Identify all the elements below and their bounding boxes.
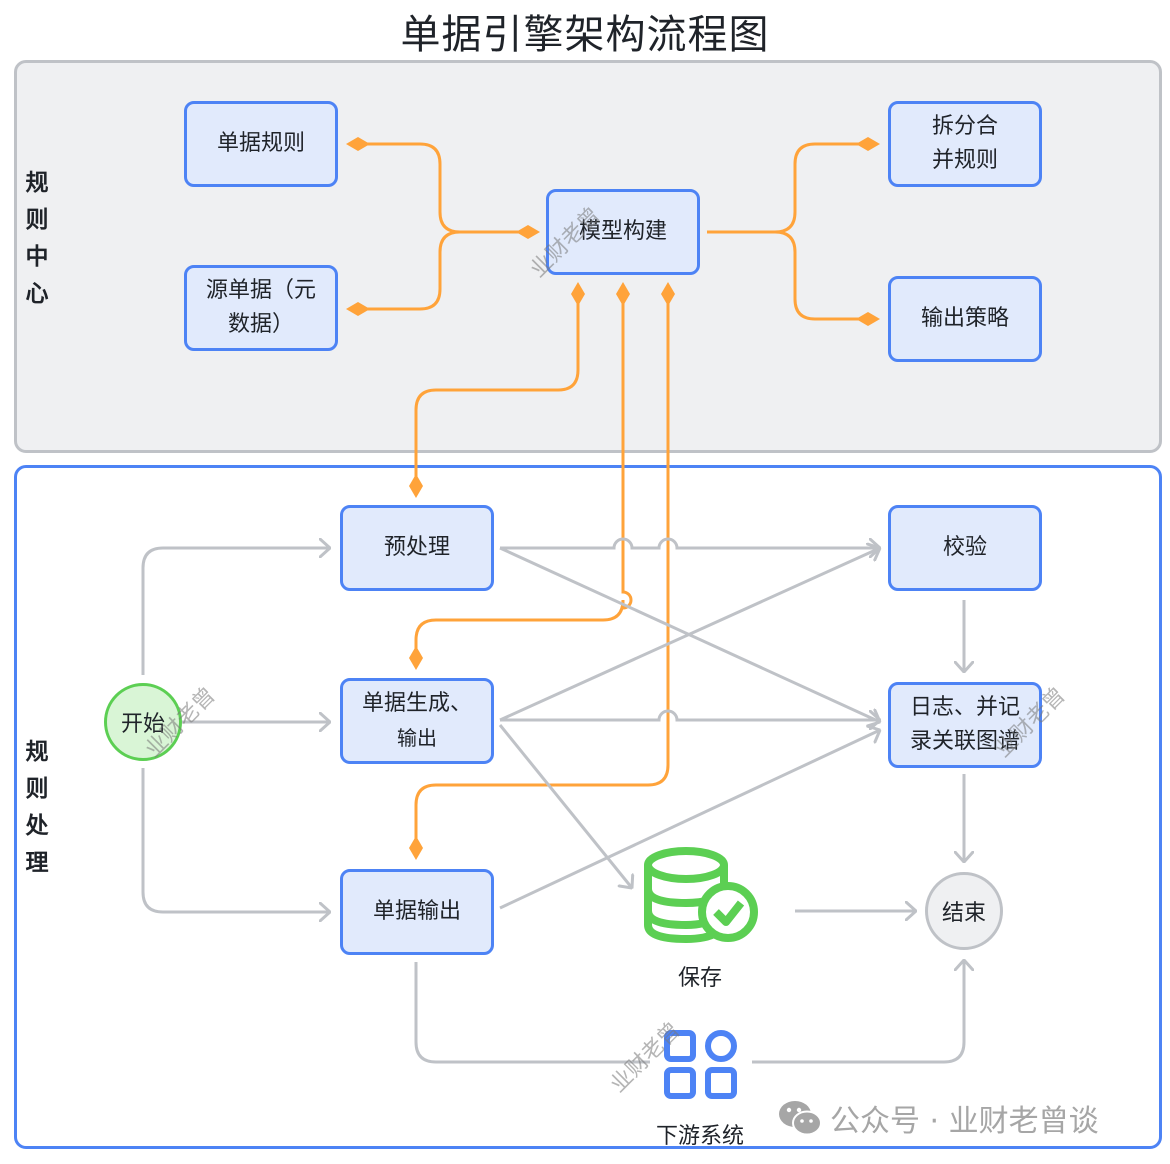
node-log-graph[interactable]: 日志、并记 录关联图谱 xyxy=(888,682,1042,768)
node-doc-rules[interactable]: 单据规则 xyxy=(184,101,338,187)
save-label: 保存 xyxy=(677,966,722,991)
downstream-label: 下游系统 xyxy=(655,1124,744,1149)
node-label: 单据生成、 xyxy=(361,691,472,716)
lane-char: 中 xyxy=(25,244,49,270)
lane-char: 则 xyxy=(25,207,49,233)
node-save[interactable] xyxy=(640,845,760,945)
node-label: 拆分合 xyxy=(931,114,998,139)
node-label: 输出 xyxy=(397,726,437,750)
node-label: 单据输出 xyxy=(372,899,461,924)
diagram-title: 单据引擎架构流程图 xyxy=(400,12,770,58)
wechat-icon xyxy=(779,1101,822,1136)
lane-char: 规 xyxy=(25,170,49,196)
node-label: 单据规则 xyxy=(216,131,305,156)
lane-label-rule-processing: 规 则 处 理 xyxy=(22,734,52,882)
node-label: 输出策略 xyxy=(920,306,1009,331)
node-validate[interactable]: 校验 xyxy=(888,505,1042,591)
node-label: 开始 xyxy=(120,712,165,737)
lane-char: 规 xyxy=(25,739,49,765)
node-output-strategy[interactable]: 输出策略 xyxy=(888,276,1042,362)
node-split-merge-rules[interactable]: 拆分合 并规则 xyxy=(888,101,1042,187)
lane-label-rule-center: 规 则 中 心 xyxy=(22,165,52,313)
apps-grid-icon xyxy=(664,1030,737,1099)
node-label: 录关联图谱 xyxy=(909,729,1020,754)
node-label: 源单据（元 xyxy=(205,278,316,303)
footer-credit: 公众号 · 业财老曾谈 xyxy=(778,1096,1099,1140)
lane-char: 则 xyxy=(25,776,49,802)
node-doc-generate[interactable]: 单据生成、 输出 xyxy=(340,678,494,764)
lane-char: 心 xyxy=(25,281,49,307)
node-downstream[interactable] xyxy=(664,1030,738,1102)
footer-text: 公众号 · 业财老曾谈 xyxy=(830,1104,1099,1139)
node-label: 校验 xyxy=(942,535,987,560)
lane-char: 处 xyxy=(25,813,49,839)
node-label: 并规则 xyxy=(931,148,998,173)
node-end[interactable]: 结束 xyxy=(925,872,1003,950)
node-start[interactable]: 开始 xyxy=(104,683,182,761)
node-doc-output[interactable]: 单据输出 xyxy=(340,869,494,955)
node-model-build[interactable]: 模型构建 xyxy=(546,189,700,275)
node-label: 数据） xyxy=(227,312,294,337)
node-preprocess[interactable]: 预处理 xyxy=(340,505,494,591)
node-label: 日志、并记 xyxy=(909,695,1020,720)
lane-char: 理 xyxy=(25,850,49,876)
node-label: 预处理 xyxy=(383,535,450,560)
database-check-icon xyxy=(644,847,758,944)
node-source-doc[interactable]: 源单据（元 数据） xyxy=(184,265,338,351)
node-label: 结束 xyxy=(941,901,986,926)
node-label: 模型构建 xyxy=(578,219,667,244)
